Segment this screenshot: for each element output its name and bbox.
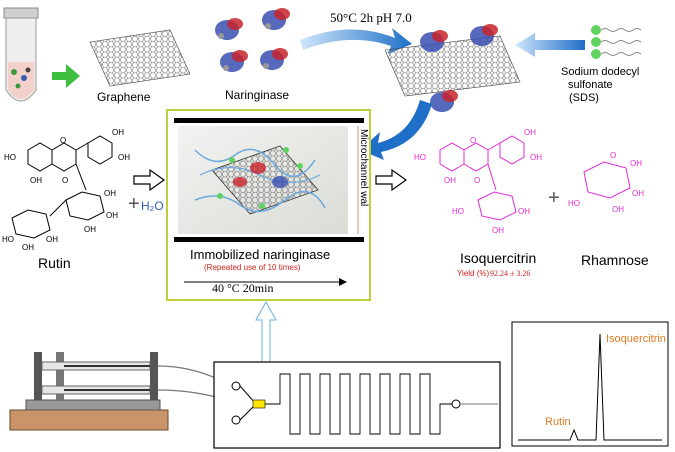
yield-value: 92.24 ± 3.26 (490, 269, 530, 278)
channel-wall-bottom (174, 237, 364, 242)
graphene-label: Graphene (97, 90, 151, 104)
green-arrow-icon (52, 64, 80, 88)
svg-text:OH: OH (530, 153, 542, 162)
svg-text:OH: OH (46, 235, 58, 244)
sds-label-line3: (SDS) (569, 92, 599, 104)
down-curved-arrow-icon (360, 100, 432, 160)
rutin-atom-labels: HO OH O OH OH O OH OH OH HO OH OH (2, 128, 130, 252)
channel-wall-top (174, 118, 364, 123)
plus-sign: + (128, 193, 140, 215)
svg-text:OH: OH (118, 153, 130, 162)
chromatogram-isoquercitrin-label: Isoquercitrin (606, 333, 666, 345)
svg-text:OH: OH (104, 189, 116, 198)
svg-text:OH: OH (612, 205, 624, 214)
immobilized-label: Immobilized naringinase (190, 247, 330, 262)
plus-sign-2: + (548, 187, 560, 209)
naringinase-enzyme-icon (215, 8, 290, 72)
isoquercitrin-atom-labels: HO OH O OH OH O HO OH OH (414, 128, 542, 235)
svg-text:OH: OH (22, 243, 34, 252)
svg-text:OH: OH (30, 176, 42, 185)
hollow-arrow-left-icon (133, 168, 166, 192)
rhamnose-atom-labels: O OH OH OH HO (568, 151, 644, 214)
svg-text:OH: OH (112, 128, 124, 137)
rutin-label: Rutin (38, 255, 71, 271)
hollow-arrow-right-icon (375, 168, 408, 192)
tubing-1 (157, 365, 221, 381)
immobilized-graphene-icon (194, 145, 326, 215)
condition-label: 50°C 2h pH 7.0 (330, 10, 412, 25)
chromatogram (511, 321, 669, 447)
rhamnose-structure (583, 161, 631, 199)
sds-label-line1: Sodium dodecyl (561, 66, 639, 78)
svg-text:O: O (474, 176, 480, 185)
svg-text:OH: OH (106, 211, 118, 220)
syringe-pump (9, 352, 169, 431)
svg-text:O: O (62, 176, 68, 185)
svg-text:OH: OH (632, 189, 644, 198)
enzyme-graphene-composite (384, 24, 521, 112)
sds-arrow-icon (515, 33, 585, 57)
sds-label-line2: sulfonate (568, 79, 613, 91)
svg-text:HO: HO (452, 207, 464, 216)
svg-text:HO: HO (4, 153, 16, 162)
svg-text:O: O (60, 136, 66, 145)
tubing-2 (157, 389, 221, 399)
isoquercitrin-structure (439, 135, 525, 221)
curved-arrow-icon (300, 28, 412, 54)
repeated-use-label: (Repeated use of 10 times) (204, 263, 301, 272)
yield-label: Yield (%) (457, 269, 489, 278)
microchannel-label: Microchannel wal (358, 129, 369, 206)
svg-text:O: O (470, 136, 476, 145)
svg-text:OH: OH (524, 128, 536, 137)
svg-text:HO: HO (2, 235, 14, 244)
svg-text:OH: OH (444, 176, 456, 185)
svg-text:OH: OH (518, 207, 530, 216)
time-temp-label: 40 °C 20min (212, 281, 273, 295)
graphene-sheet (89, 29, 191, 87)
rutin-structure (11, 135, 113, 239)
sds-molecule-icon (591, 25, 642, 59)
rhamnose-label: Rhamnose (581, 252, 649, 268)
test-tube-icon (3, 7, 39, 102)
svg-text:OH: OH (630, 159, 642, 168)
chromatogram-rutin-label: Rutin (545, 416, 571, 428)
isoquercitrin-label: Isoquercitrin (460, 250, 536, 266)
svg-text:HO: HO (568, 199, 580, 208)
naringinase-label: Naringinase (225, 88, 289, 102)
svg-text:OH: OH (492, 226, 504, 235)
svg-text:O: O (610, 151, 616, 160)
microfluidic-chip (213, 361, 501, 449)
svg-text:HO: HO (414, 153, 426, 162)
svg-text:OH: OH (84, 225, 96, 234)
water-label: H₂O (141, 199, 164, 213)
